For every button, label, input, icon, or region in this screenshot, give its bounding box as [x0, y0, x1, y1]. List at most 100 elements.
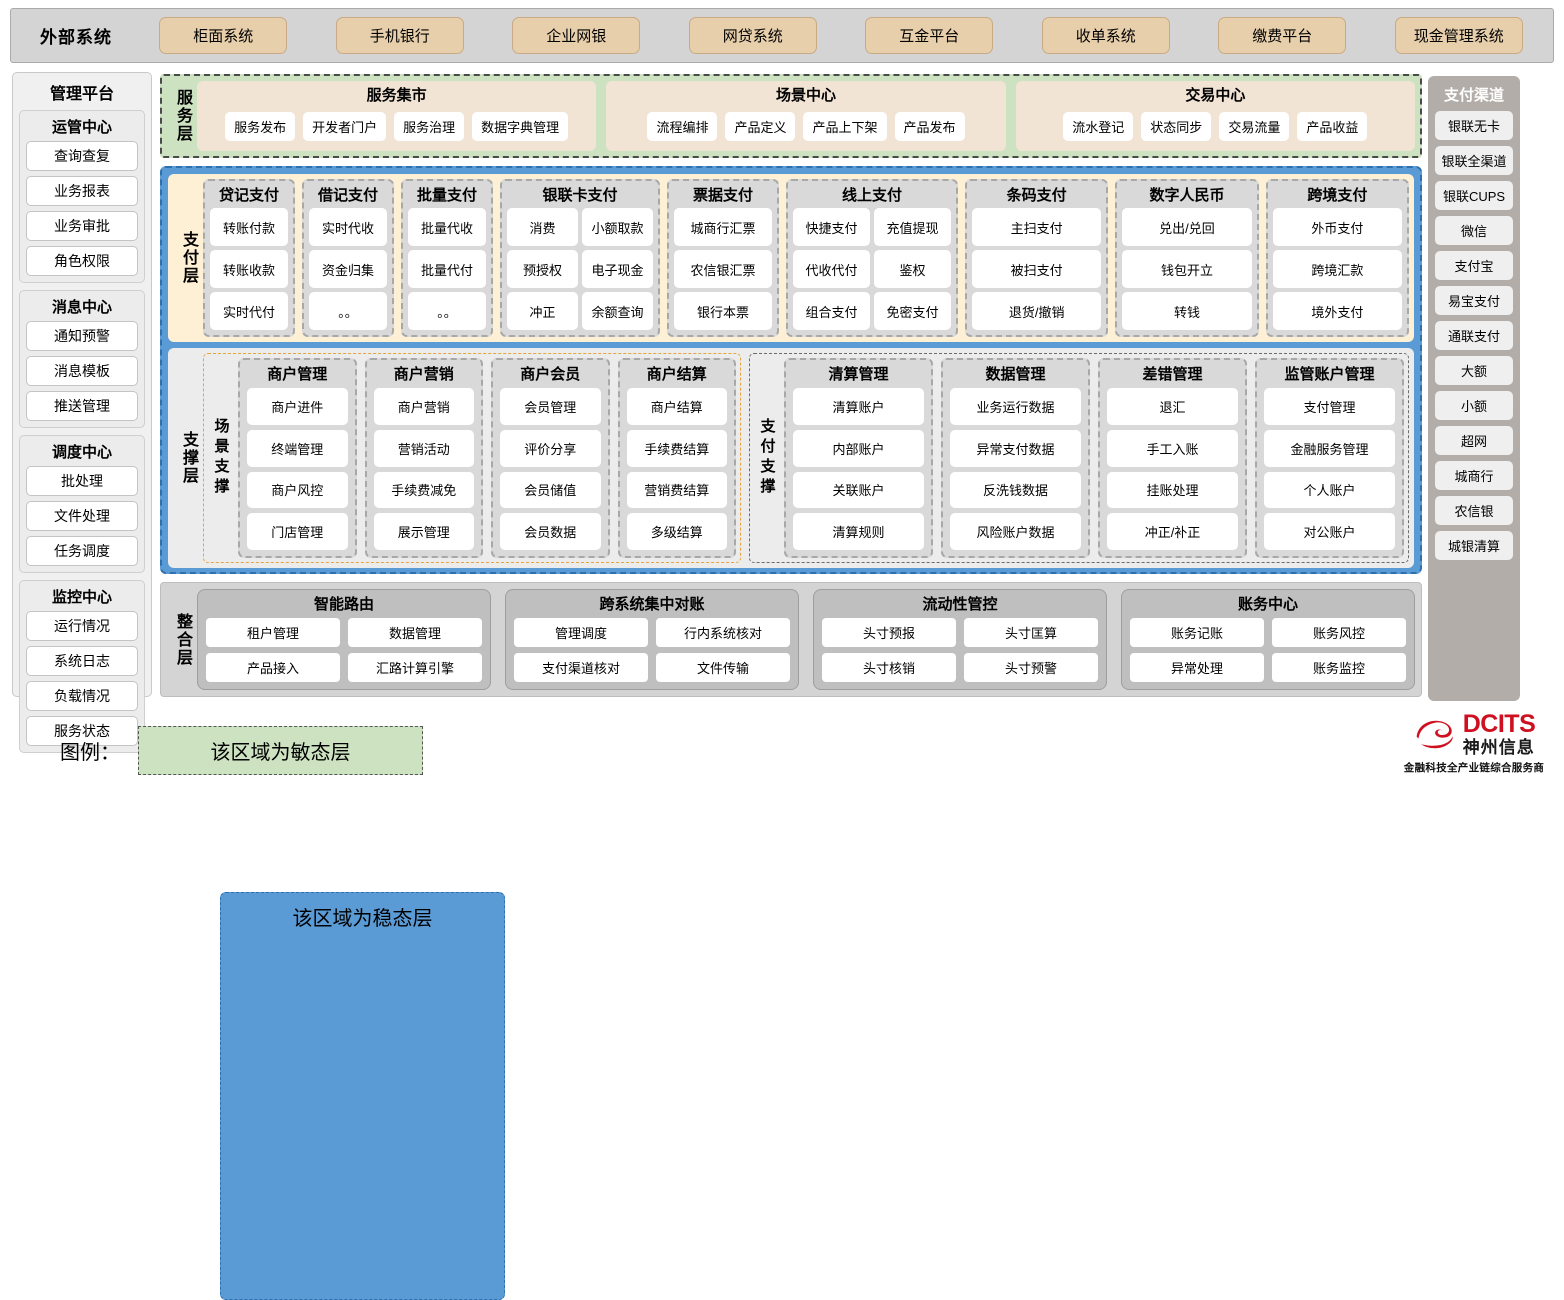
mgmt-item[interactable]: 批处理: [26, 466, 138, 496]
integration-item[interactable]: 账务监控: [1272, 653, 1406, 682]
payment-item[interactable]: 转账收款: [210, 250, 288, 288]
mgmt-item[interactable]: 文件处理: [26, 501, 138, 531]
support-item[interactable]: 冲正/补正: [1107, 513, 1238, 550]
payment-item[interactable]: 预授权: [507, 250, 578, 288]
support-item[interactable]: 对公账户: [1264, 513, 1395, 550]
support-item[interactable]: 手续费减免: [373, 471, 474, 509]
support-item[interactable]: 退汇: [1107, 388, 1238, 425]
mgmt-item[interactable]: 推送管理: [26, 391, 138, 421]
service-item[interactable]: 交易流量: [1219, 112, 1290, 141]
support-item[interactable]: 商户风控: [247, 471, 348, 509]
payment-item[interactable]: 转钱: [1122, 292, 1252, 330]
payment-channel-item[interactable]: 银联全渠道: [1435, 146, 1513, 175]
integration-item[interactable]: 文件传输: [656, 653, 790, 682]
payment-item[interactable]: 免密支付: [874, 292, 951, 330]
support-item[interactable]: 金融服务管理: [1264, 429, 1395, 467]
payment-item[interactable]: 退货/撤销: [972, 292, 1102, 330]
payment-item[interactable]: 消费: [507, 208, 578, 246]
payment-item[interactable]: 。。: [309, 292, 387, 330]
mgmt-item[interactable]: 消息模板: [26, 356, 138, 386]
support-item[interactable]: 手工入账: [1107, 429, 1238, 467]
integration-item[interactable]: 账务风控: [1272, 618, 1406, 647]
payment-item[interactable]: 电子现金: [582, 250, 653, 288]
mgmt-item[interactable]: 负载情况: [26, 681, 138, 711]
mgmt-item[interactable]: 通知预警: [26, 321, 138, 351]
integration-item[interactable]: 租户管理: [206, 618, 340, 647]
integration-item[interactable]: 数据管理: [348, 618, 482, 647]
integration-item[interactable]: 头寸匡算: [964, 618, 1098, 647]
payment-item[interactable]: 钱包开立: [1122, 250, 1252, 288]
payment-item[interactable]: 鉴权: [874, 250, 951, 288]
payment-item[interactable]: 充值提现: [874, 208, 951, 246]
payment-channel-item[interactable]: 农信银: [1435, 496, 1513, 525]
support-item[interactable]: 清算规则: [793, 513, 924, 550]
external-system-item[interactable]: 网贷系统: [688, 17, 817, 54]
payment-item[interactable]: 被扫支付: [972, 250, 1102, 288]
payment-channel-item[interactable]: 城银清算: [1435, 531, 1513, 560]
support-item[interactable]: 商户营销: [373, 388, 474, 425]
payment-channel-item[interactable]: 微信: [1435, 216, 1513, 245]
integration-item[interactable]: 头寸预警: [964, 653, 1098, 682]
integration-item[interactable]: 汇路计算引擎: [348, 653, 482, 682]
support-item[interactable]: 反洗钱数据: [950, 471, 1081, 509]
support-item[interactable]: 商户进件: [247, 388, 348, 425]
payment-channel-item[interactable]: 通联支付: [1435, 321, 1513, 350]
mgmt-item[interactable]: 角色权限: [26, 246, 138, 276]
payment-item[interactable]: 外币支付: [1272, 208, 1402, 246]
support-item[interactable]: 个人账户: [1264, 471, 1395, 509]
support-item[interactable]: 会员管理: [500, 388, 601, 425]
support-item[interactable]: 展示管理: [373, 513, 474, 550]
payment-channel-item[interactable]: 银联无卡: [1435, 111, 1513, 140]
payment-item[interactable]: 银行本票: [674, 292, 772, 330]
external-system-item[interactable]: 柜面系统: [159, 17, 288, 54]
support-item[interactable]: 异常支付数据: [950, 429, 1081, 467]
external-system-item[interactable]: 手机银行: [335, 17, 464, 54]
payment-item[interactable]: 农信银汇票: [674, 250, 772, 288]
payment-item[interactable]: 冲正: [507, 292, 578, 330]
service-item[interactable]: 流水登记: [1063, 112, 1134, 141]
mgmt-item[interactable]: 业务审批: [26, 211, 138, 241]
integration-item[interactable]: 支付渠道核对: [514, 653, 648, 682]
support-item[interactable]: 风险账户数据: [950, 513, 1081, 550]
payment-item[interactable]: 批量代收: [408, 208, 486, 246]
external-system-item[interactable]: 现金管理系统: [1394, 17, 1523, 54]
payment-item[interactable]: 快捷支付: [793, 208, 870, 246]
payment-item[interactable]: 境外支付: [1272, 292, 1402, 330]
support-item[interactable]: 手续费结算: [626, 429, 727, 467]
support-item[interactable]: 关联账户: [793, 471, 924, 509]
support-item[interactable]: 终端管理: [247, 429, 348, 467]
support-item[interactable]: 商户结算: [626, 388, 727, 425]
integration-item[interactable]: 头寸预报: [822, 618, 956, 647]
integration-item[interactable]: 产品接入: [206, 653, 340, 682]
payment-item[interactable]: 组合支付: [793, 292, 870, 330]
payment-channel-item[interactable]: 大额: [1435, 356, 1513, 385]
service-item[interactable]: 产品收益: [1297, 112, 1368, 141]
payment-item[interactable]: 余额查询: [582, 292, 653, 330]
payment-item[interactable]: 实时代收: [309, 208, 387, 246]
service-item[interactable]: 产品定义: [725, 112, 796, 141]
external-system-item[interactable]: 收单系统: [1041, 17, 1170, 54]
payment-channel-item[interactable]: 易宝支付: [1435, 286, 1513, 315]
payment-item[interactable]: 小额取款: [582, 208, 653, 246]
payment-item[interactable]: 城商行汇票: [674, 208, 772, 246]
payment-item[interactable]: 转账付款: [210, 208, 288, 246]
integration-item[interactable]: 管理调度: [514, 618, 648, 647]
external-system-item[interactable]: 企业网银: [512, 17, 641, 54]
support-item[interactable]: 门店管理: [247, 513, 348, 550]
external-system-item[interactable]: 缴费平台: [1218, 17, 1347, 54]
support-item[interactable]: 营销费结算: [626, 471, 727, 509]
mgmt-item[interactable]: 系统日志: [26, 646, 138, 676]
support-item[interactable]: 评价分享: [500, 429, 601, 467]
support-item[interactable]: 会员数据: [500, 513, 601, 550]
mgmt-item[interactable]: 运行情况: [26, 611, 138, 641]
payment-channel-item[interactable]: 银联CUPS: [1435, 181, 1513, 210]
service-item[interactable]: 流程编排: [647, 112, 718, 141]
service-item[interactable]: 产品上下架: [803, 112, 887, 141]
external-system-item[interactable]: 互金平台: [865, 17, 994, 54]
mgmt-item[interactable]: 服务状态: [26, 716, 138, 746]
service-item[interactable]: 服务发布: [225, 112, 296, 141]
mgmt-item[interactable]: 业务报表: [26, 176, 138, 206]
service-item[interactable]: 数据字典管理: [472, 112, 569, 141]
support-item[interactable]: 支付管理: [1264, 388, 1395, 425]
support-item[interactable]: 内部账户: [793, 429, 924, 467]
